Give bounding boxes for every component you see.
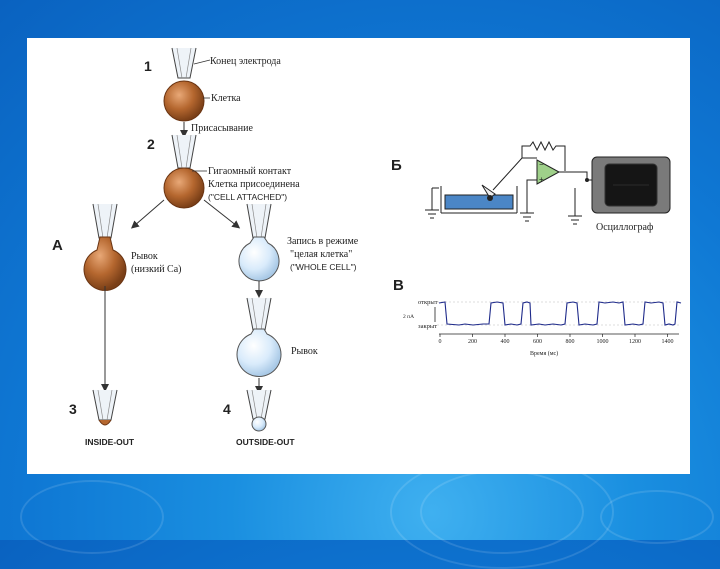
amplifier <box>536 159 561 185</box>
step-number-2: 2 <box>147 136 155 152</box>
recording-setup: − + <box>425 140 671 225</box>
channel-current-trace <box>438 301 682 326</box>
label-outside-out: OUTSIDE-OUT <box>236 437 295 447</box>
trace-tick-label: 1000 <box>597 339 609 345</box>
trace-tick-label: 600 <box>533 339 542 345</box>
trace-tick-label: 200 <box>468 339 477 345</box>
panel-letter-a: А <box>52 237 63 254</box>
bath-dish <box>444 194 514 210</box>
label-cell-attached: Клетка присоединена <box>208 179 300 190</box>
trace-tick-label: 1400 <box>662 339 674 345</box>
cell-branch-a-pulled <box>83 236 127 291</box>
panel-letter-v: В <box>393 277 404 294</box>
label-pull: Рывок <box>291 346 318 357</box>
trace-x-axis: 0 200 400 600 800 1000 1200 1400 <box>439 334 674 345</box>
slide-content-panel: 1 Конец электрода Клетка Присасывание 2 … <box>27 38 690 474</box>
patch-inside-out <box>98 419 112 426</box>
label-cell: Клетка <box>211 93 241 104</box>
leader-line <box>193 59 211 65</box>
cell-pulled <box>236 328 282 377</box>
patch-outside-out <box>251 416 267 432</box>
label-whole-cell-line2: "целая клетка" <box>290 249 352 260</box>
label-whole-cell-en: ("WHOLE CELL") <box>290 262 357 272</box>
label-cell-attached-en: ("CELL ATTACHED") <box>208 192 287 202</box>
label-electrode-tip: Конец электрода <box>210 56 281 67</box>
pipette-outside-out <box>246 389 272 420</box>
svg-text:+: + <box>539 175 544 184</box>
trace-tick-label: 0 <box>439 339 442 345</box>
trace-state-open: открыт <box>418 299 438 306</box>
label-pull-low-ca-line2: (низкий Са) <box>131 264 181 275</box>
pipette-pulled <box>246 297 272 331</box>
cell-step-2 <box>163 167 205 209</box>
trace-tick-label: 1200 <box>629 339 641 345</box>
trace-tick-label: 800 <box>566 339 575 345</box>
panel-letter-b: Б <box>391 157 402 174</box>
label-whole-cell-line1: Запись в режиме <box>287 236 359 247</box>
label-suction: Присасывание <box>191 123 253 134</box>
arrow-branch-right <box>203 199 241 229</box>
trace-state-closed: закрыт <box>418 323 437 330</box>
background-ripple <box>600 490 714 544</box>
pipette-branch-a <box>92 203 118 239</box>
pipette-step-2 <box>171 134 197 169</box>
pipette-inside-out <box>92 389 118 421</box>
arrow-branch-left <box>130 199 165 229</box>
svg-text:−: − <box>539 160 544 169</box>
cell-whole-cell <box>238 236 280 282</box>
cell-step-1 <box>163 80 205 122</box>
trace-x-axis-label: Время (мс) <box>530 350 558 357</box>
step-number-1: 1 <box>144 58 152 74</box>
trace-tick-label: 400 <box>501 339 510 345</box>
trace-scale-label: 2 пА <box>403 314 414 320</box>
single-channel-recording: открыт закрыт 2 пА <box>403 299 682 335</box>
step-number-3: 3 <box>69 401 77 417</box>
pipette-step-1 <box>171 47 197 79</box>
label-inside-out: INSIDE-OUT <box>85 437 135 447</box>
label-oscilloscope: Осциллограф <box>596 222 654 233</box>
label-pull-low-ca-line1: Рывок <box>131 251 158 262</box>
patch-clamp-diagram: 1 Конец электрода Клетка Присасывание 2 … <box>52 47 682 447</box>
label-gigaohm-contact: Гигаомный контакт <box>208 166 292 177</box>
step-number-4: 4 <box>223 401 231 417</box>
background-ripple <box>20 480 164 554</box>
pipette-whole-cell <box>246 203 272 239</box>
